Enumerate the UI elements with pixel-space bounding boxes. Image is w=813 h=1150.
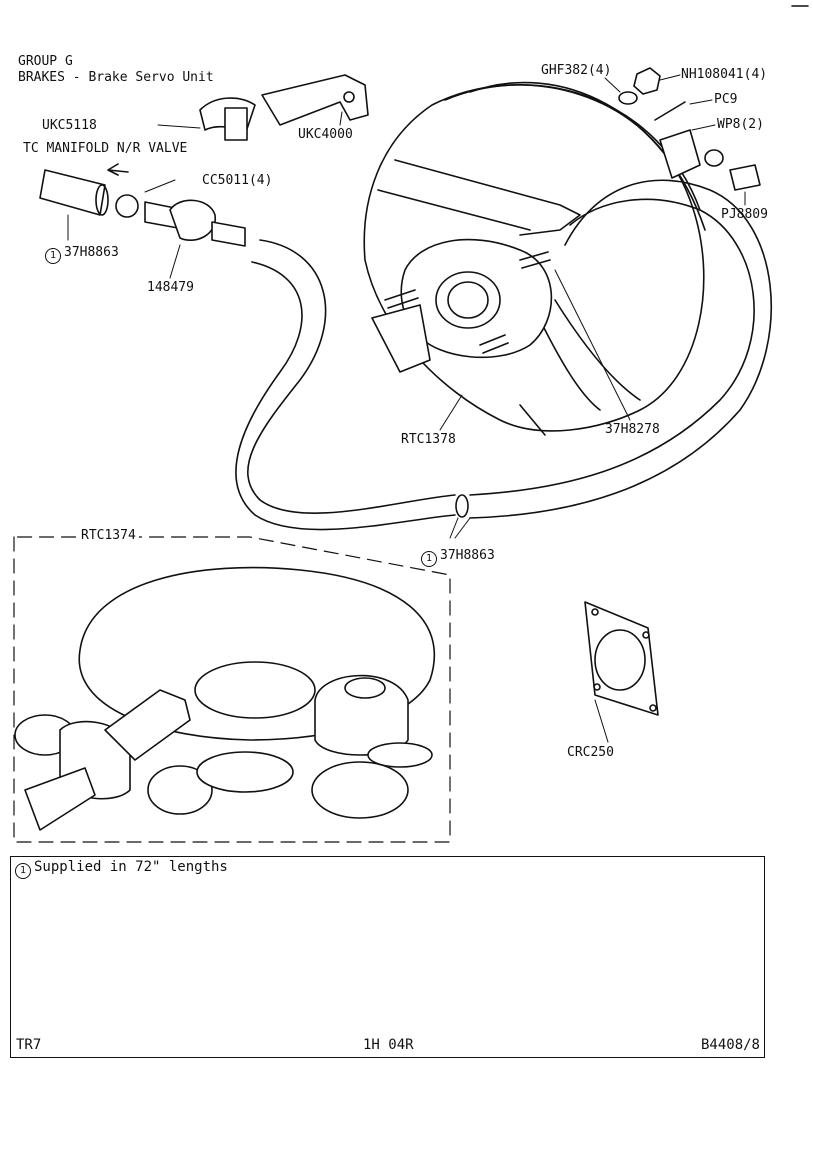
label-148479: 148479 bbox=[147, 280, 194, 295]
bracket bbox=[261, 74, 369, 126]
hose-clip-small bbox=[115, 194, 139, 218]
label-pj8809: PJ8809 bbox=[721, 207, 768, 222]
note-marker-icon: 1 bbox=[45, 248, 61, 264]
label-crc250: CRC250 bbox=[567, 745, 614, 760]
label-rtc1374: RTC1374 bbox=[78, 528, 139, 543]
label-ukc4000: UKC4000 bbox=[298, 127, 353, 142]
label-hose-top-text: 37H8863 bbox=[64, 245, 119, 260]
label-pc9: PC9 bbox=[714, 92, 738, 107]
label-cc5011: CC5011(4) bbox=[202, 173, 273, 188]
direction-arrow bbox=[107, 163, 129, 176]
note-marker-icon: 1 bbox=[421, 551, 437, 567]
label-hose-bottom-text: 37H8863 bbox=[440, 548, 495, 563]
note-text: Supplied in 72" lengths bbox=[34, 859, 228, 875]
note-marker-icon: 1 bbox=[15, 863, 31, 879]
hose-clip bbox=[199, 97, 256, 141]
nuts-washers bbox=[618, 67, 761, 191]
label-ghf382: GHF382(4) bbox=[541, 63, 612, 78]
footer-ref: B4408/8 bbox=[700, 1037, 760, 1053]
vacuum-hose bbox=[235, 179, 773, 531]
group-heading: GROUP G bbox=[18, 54, 73, 69]
label-rtc1378: RTC1378 bbox=[401, 432, 456, 447]
non-return-valve bbox=[144, 199, 246, 247]
label-wp8: WP8(2) bbox=[717, 117, 764, 132]
label-nh108041: NH108041(4) bbox=[681, 67, 768, 82]
footer-model: TR7 bbox=[16, 1037, 42, 1053]
gasket bbox=[584, 601, 659, 716]
footer-code: 1H 04R bbox=[363, 1037, 414, 1053]
manifold-pipe bbox=[39, 169, 109, 216]
repair-kit bbox=[14, 566, 436, 831]
kit-frame bbox=[13, 536, 451, 843]
label-37h8278: 37H8278 bbox=[605, 422, 660, 437]
servo-body bbox=[363, 81, 706, 436]
label-tc-manifold: TC MANIFOLD N/R VALVE bbox=[23, 141, 188, 156]
leader-lines bbox=[67, 74, 746, 743]
label-ukc5118: UKC5118 bbox=[42, 118, 97, 133]
section-heading: BRAKES - Brake Servo Unit bbox=[18, 70, 214, 85]
